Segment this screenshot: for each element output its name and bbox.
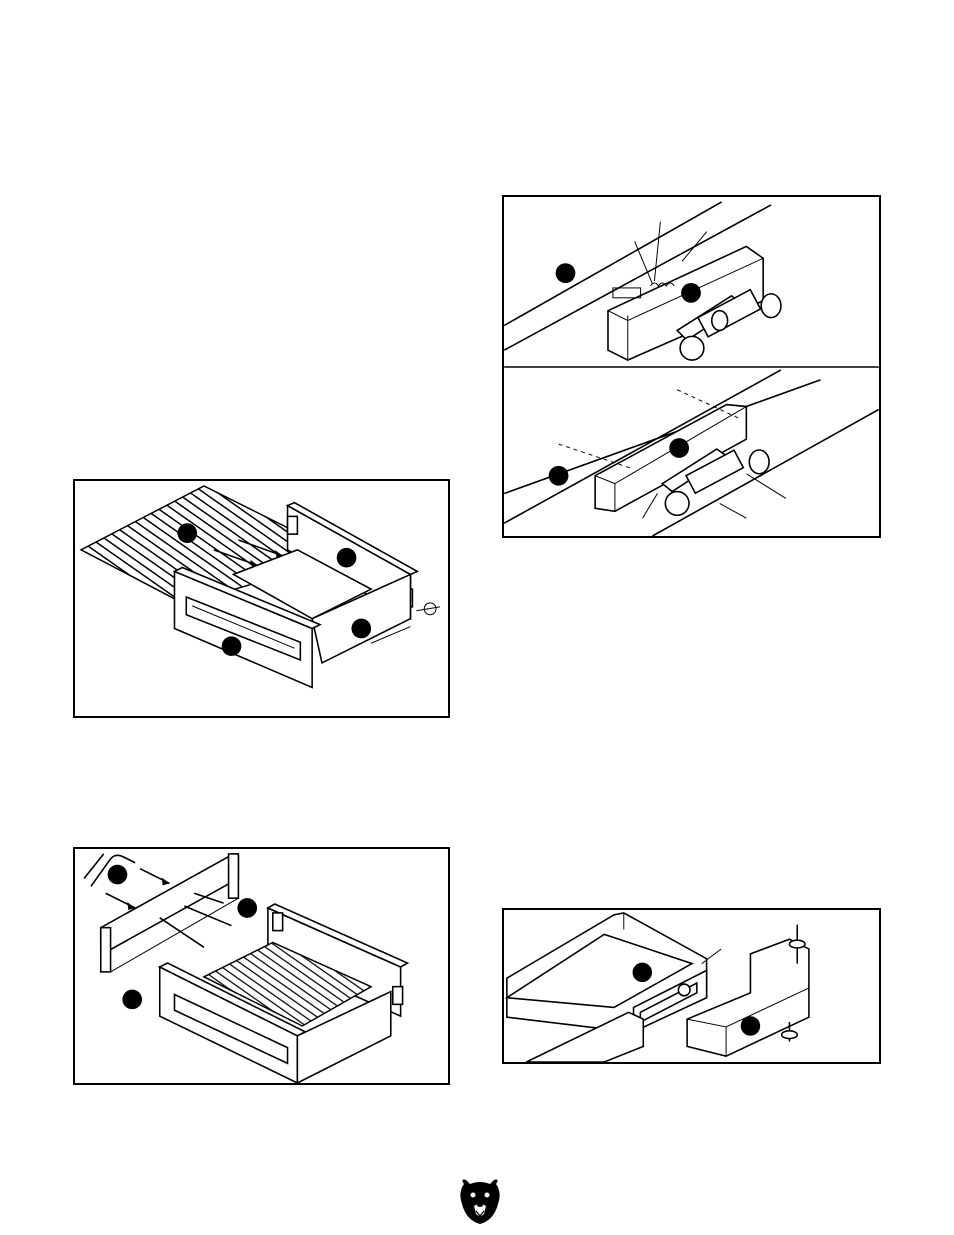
bear-head-logo-icon bbox=[458, 1178, 502, 1226]
drawer-front-assembly-illustration bbox=[75, 849, 448, 1083]
figure-drawer-front-assembly bbox=[73, 847, 450, 1085]
figure-drawer-cabinet-vise bbox=[502, 908, 881, 1064]
callout-marker bbox=[669, 438, 689, 458]
drawer-cabinet-vise-illustration bbox=[504, 910, 879, 1062]
callout-marker bbox=[549, 466, 569, 486]
callout-marker bbox=[633, 963, 652, 982]
vise-mounting-illustration bbox=[504, 197, 879, 536]
callout-marker bbox=[337, 548, 357, 568]
drawer-base-assembly-illustration bbox=[75, 481, 448, 716]
callout-marker bbox=[351, 619, 371, 639]
callout-marker bbox=[177, 523, 197, 543]
callout-marker bbox=[681, 283, 701, 303]
figure-drawer-base-assembly bbox=[73, 479, 450, 718]
callout-marker bbox=[741, 1016, 760, 1035]
figure-vise-mounting bbox=[502, 195, 881, 538]
callout-marker bbox=[122, 990, 142, 1010]
callout-marker bbox=[237, 898, 257, 918]
callout-marker bbox=[108, 865, 128, 885]
callout-marker bbox=[222, 636, 242, 656]
callout-marker bbox=[556, 263, 576, 283]
